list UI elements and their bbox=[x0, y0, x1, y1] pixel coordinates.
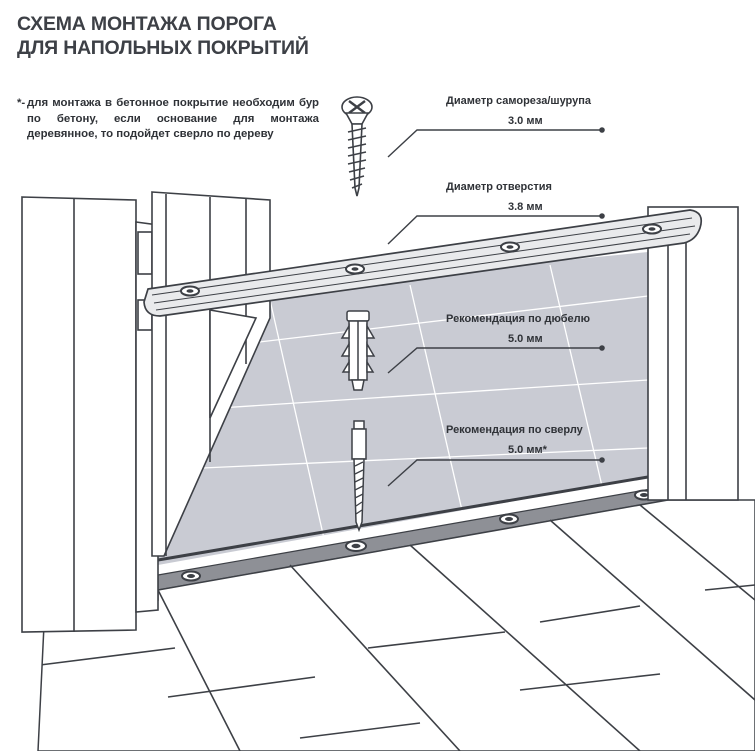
title-line-2: ДЛЯ НАПОЛЬНЫХ ПОКРЫТИЙ bbox=[17, 37, 309, 59]
left-door-frame bbox=[21, 196, 159, 633]
hole-diameter-label: Диаметр отверстия bbox=[446, 181, 552, 193]
subfloor-tile-grid bbox=[158, 264, 648, 565]
footnote-marker: *- bbox=[17, 97, 26, 109]
subfloor-area bbox=[158, 252, 648, 565]
page-title: СХЕМА МОНТАЖА ПОРОГА ДЛЯ НАПОЛЬНЫХ ПОКРЫ… bbox=[17, 12, 309, 60]
dowel-recommendation-value: 5.0 мм bbox=[508, 333, 543, 345]
footnote-text: для монтажа в бетонное покрытие необходи… bbox=[27, 97, 319, 140]
callout-leader-dot bbox=[599, 127, 605, 463]
threshold-screw-hole bbox=[180, 223, 662, 297]
dowel-recommendation-label: Рекомендация по дюбелю bbox=[446, 313, 591, 325]
drill-bit-icon bbox=[351, 420, 367, 533]
threshold-profile bbox=[143, 209, 703, 317]
drill-recommendation-label: Рекомендация по сверлу bbox=[446, 424, 583, 436]
footnote: *- для монтажа в бетонное покрытие необх… bbox=[17, 96, 319, 143]
wooden-floor bbox=[37, 499, 755, 751]
hole-diameter-value: 3.8 мм bbox=[508, 201, 543, 213]
screw-diameter-value: 3.0 мм bbox=[508, 115, 543, 127]
callout-leaders bbox=[387, 129, 601, 487]
right-door-frame bbox=[647, 206, 739, 501]
title-line-1: СХЕМА МОНТАЖА ПОРОГА bbox=[17, 13, 277, 35]
drill-recommendation-value: 5.0 мм* bbox=[508, 444, 547, 456]
dowel-icon bbox=[340, 310, 376, 391]
screw-icon bbox=[341, 96, 373, 197]
screw-diameter-label: Диаметр самореза/шурупа bbox=[446, 95, 591, 107]
